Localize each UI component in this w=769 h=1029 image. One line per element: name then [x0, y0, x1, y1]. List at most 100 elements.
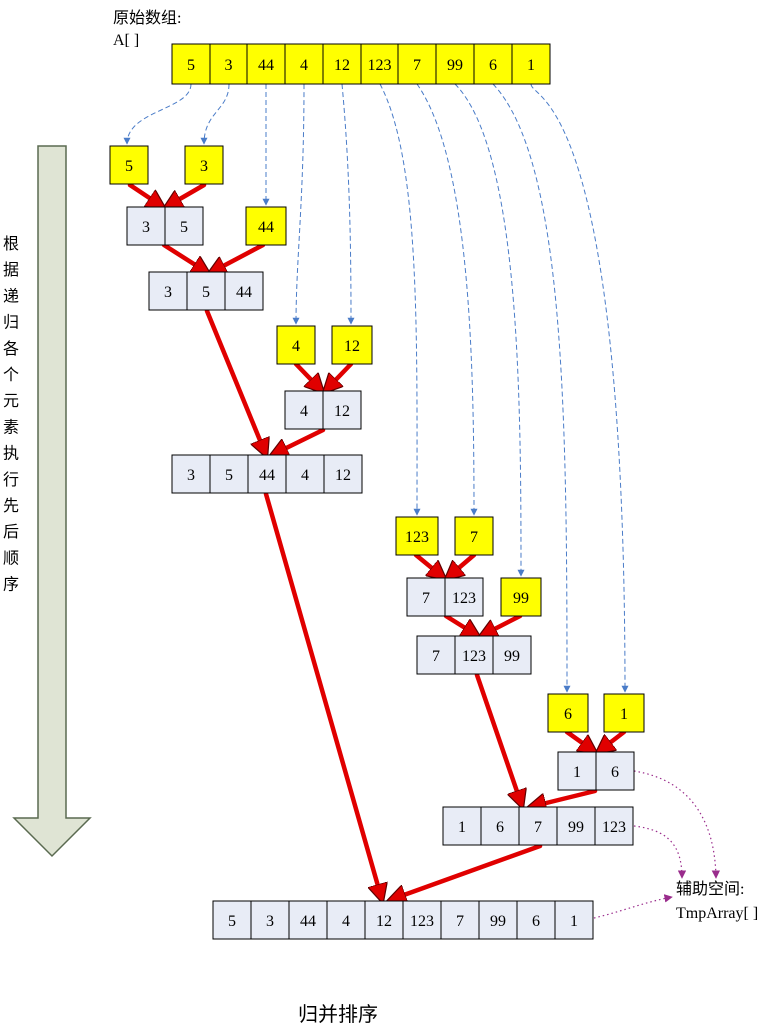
single-5: 5: [109, 145, 149, 185]
source-array-cell: [397, 43, 437, 85]
blue-connector: [292, 83, 305, 325]
source-array-value: 7: [413, 57, 421, 74]
merged-7-123-99-cell: [454, 635, 494, 675]
final-array-cell: [250, 900, 290, 940]
final-array-cell: [516, 900, 556, 940]
final-array-cell: [364, 900, 404, 940]
final-array-value: 123: [410, 913, 434, 930]
single-6: 6: [547, 693, 589, 733]
purple-dotted-connectors: [593, 770, 721, 919]
merged-1-6-value: 1: [573, 764, 581, 781]
merged-7-123-value: 7: [422, 590, 430, 607]
merged-3-5-44-value: 44: [236, 284, 252, 301]
blue-connector: [416, 83, 478, 516]
source-array-name: A[ ]: [113, 32, 139, 49]
merged-7-123-cell: [406, 577, 446, 617]
red-merge-arrow: [293, 361, 322, 391]
blue-dashed-connectors: [123, 83, 629, 693]
final-array-value: 6: [532, 913, 540, 930]
source-array-cell: [435, 43, 475, 85]
final-array-cell: [212, 900, 252, 940]
blue-connector: [123, 83, 192, 145]
source-array-cell: [322, 43, 362, 85]
final-array-cell: [554, 900, 594, 940]
merged-1-6-7-99-123-cell: [442, 806, 482, 846]
single-99-cell: [500, 577, 542, 617]
red-merge-arrow: [210, 242, 266, 273]
merged-1-6-7-99-123-cell: [594, 806, 634, 846]
purple-connector: [633, 825, 687, 879]
aux-label: 辅助空间:: [676, 880, 744, 898]
merged-7-123-99-value: 99: [504, 648, 520, 665]
source-array-cell: [209, 43, 248, 85]
source-array-value: 123: [368, 57, 392, 74]
red-merge-arrow: [325, 361, 354, 391]
red-merge-arrow: [161, 242, 208, 273]
merged-1-6-7-99-123-value: 1: [458, 819, 466, 836]
red-merge-arrow: [272, 427, 326, 455]
single-123-value: 123: [405, 529, 429, 546]
single-3-value: 3: [200, 158, 208, 175]
merged-3-5-cell: [126, 206, 166, 246]
side-label: 根据递归各个元素执行先后顺序: [3, 235, 19, 594]
red-merge-arrow: [474, 672, 522, 806]
source-array-value: 44: [258, 57, 274, 74]
merged-7-123-cell: [444, 577, 484, 617]
red-merge-arrow: [204, 308, 266, 455]
source-array-value: 12: [334, 57, 350, 74]
merged-4-12-value: 4: [300, 403, 308, 420]
red-merge-arrow: [443, 613, 478, 636]
single-7-cell: [454, 516, 494, 556]
merged-3-5-44-4-12-value: 12: [335, 467, 351, 484]
merged-3-5-44-4-12-value: 3: [187, 467, 195, 484]
merged-3-5-44-4-12-cell: [171, 454, 211, 494]
merged-7-123-99-cell: [492, 635, 532, 675]
merged-1-6-7-99-123-value: 123: [602, 819, 626, 836]
single-4-cell: [276, 325, 316, 365]
final-array-cell: [402, 900, 442, 940]
merged-3-5-cell: [164, 206, 204, 246]
red-merge-arrow: [598, 729, 627, 752]
source-label: 原始数组:: [113, 9, 181, 27]
source-array-cell: [511, 43, 551, 85]
single-44-value: 44: [258, 219, 274, 236]
merged-4-12-cell: [322, 390, 362, 430]
aux-array-name: TmpArray[ ]: [676, 905, 758, 922]
red-merge-arrow: [390, 843, 543, 900]
source-array-cell: [360, 43, 399, 85]
final-array-cell: [326, 900, 366, 940]
merged-3-5-44-value: 3: [164, 284, 172, 301]
merged-3-5-44-4-12-cell: [285, 454, 325, 494]
source-array-value: 4: [300, 57, 308, 74]
red-merge-arrow: [166, 182, 207, 207]
caption: 归并排序: [298, 1003, 378, 1026]
source-array-value: 3: [225, 57, 233, 74]
single-44: 44: [245, 206, 287, 246]
red-merge-arrows: [127, 182, 627, 900]
source-array-cell: [171, 43, 211, 85]
source-array-value: 5: [187, 57, 195, 74]
single-1: 1: [603, 693, 645, 733]
merged-7-123-99-value: 123: [462, 648, 486, 665]
merged-3-5-44-cell: [148, 271, 188, 311]
final-array-value: 5: [228, 913, 236, 930]
merged-3-5-44-4-12-value: 4: [301, 467, 309, 484]
single-7-value: 7: [470, 529, 478, 546]
source-array-value: 1: [527, 57, 535, 74]
single-1-value: 1: [620, 706, 628, 723]
source-array-value: 6: [489, 57, 497, 74]
final-array-value: 12: [376, 913, 392, 930]
purple-connector: [633, 770, 721, 879]
final-array-value: 44: [300, 913, 316, 930]
red-merge-arrow: [564, 729, 595, 752]
order-arrow-shape: [12, 145, 92, 858]
merged-3-5-value: 3: [142, 219, 150, 236]
red-merge-arrow: [127, 182, 163, 207]
merged-1-6-value: 6: [611, 764, 619, 781]
single-6-cell: [547, 693, 589, 733]
red-merge-arrow: [263, 491, 382, 900]
